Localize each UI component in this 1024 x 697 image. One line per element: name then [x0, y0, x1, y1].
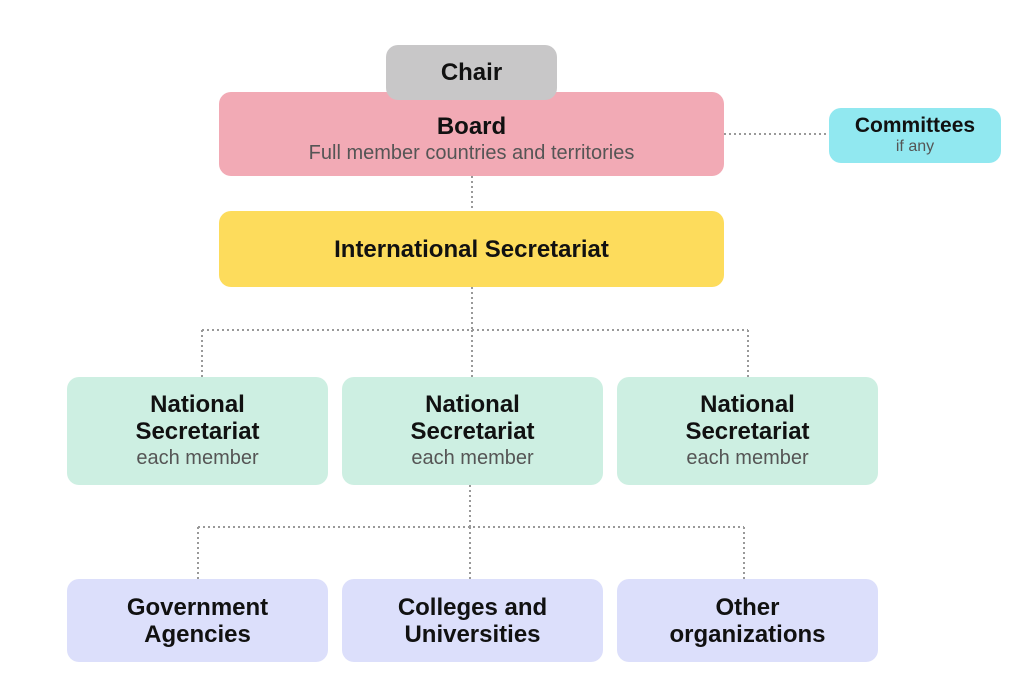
organization-box-colleges: Colleges and Universities [342, 579, 603, 662]
national-secretariat-box: National Secretariat each member [67, 377, 328, 485]
committees-title: Committees [854, 113, 976, 137]
international-title: International Secretariat [334, 235, 609, 263]
national-title: National Secretariat [685, 391, 810, 445]
chair-title: Chair [440, 59, 503, 86]
national-title: National Secretariat [135, 391, 260, 445]
organization-title: Colleges and Universities [397, 593, 548, 648]
committees-box: Committees if any [829, 108, 1001, 163]
committees-subtitle: if any [895, 137, 935, 155]
national-subtitle: each member [136, 447, 259, 469]
board-box: Board Full member countries and territor… [219, 92, 724, 176]
organization-box-other: Other organizations [617, 579, 878, 662]
national-subtitle: each member [686, 447, 809, 469]
organization-title: Other organizations [669, 593, 826, 648]
national-secretariat-box: National Secretariat each member [617, 377, 878, 485]
chair-box: Chair [386, 45, 557, 100]
national-title: National Secretariat [410, 391, 535, 445]
organization-title: Government Agencies [126, 593, 269, 648]
national-secretariat-box: National Secretariat each member [342, 377, 603, 485]
board-title: Board [436, 112, 507, 140]
national-subtitle: each member [411, 447, 534, 469]
international-secretariat-box: International Secretariat [219, 211, 724, 287]
board-subtitle: Full member countries and territories [308, 141, 635, 164]
organization-box-government: Government Agencies [67, 579, 328, 662]
